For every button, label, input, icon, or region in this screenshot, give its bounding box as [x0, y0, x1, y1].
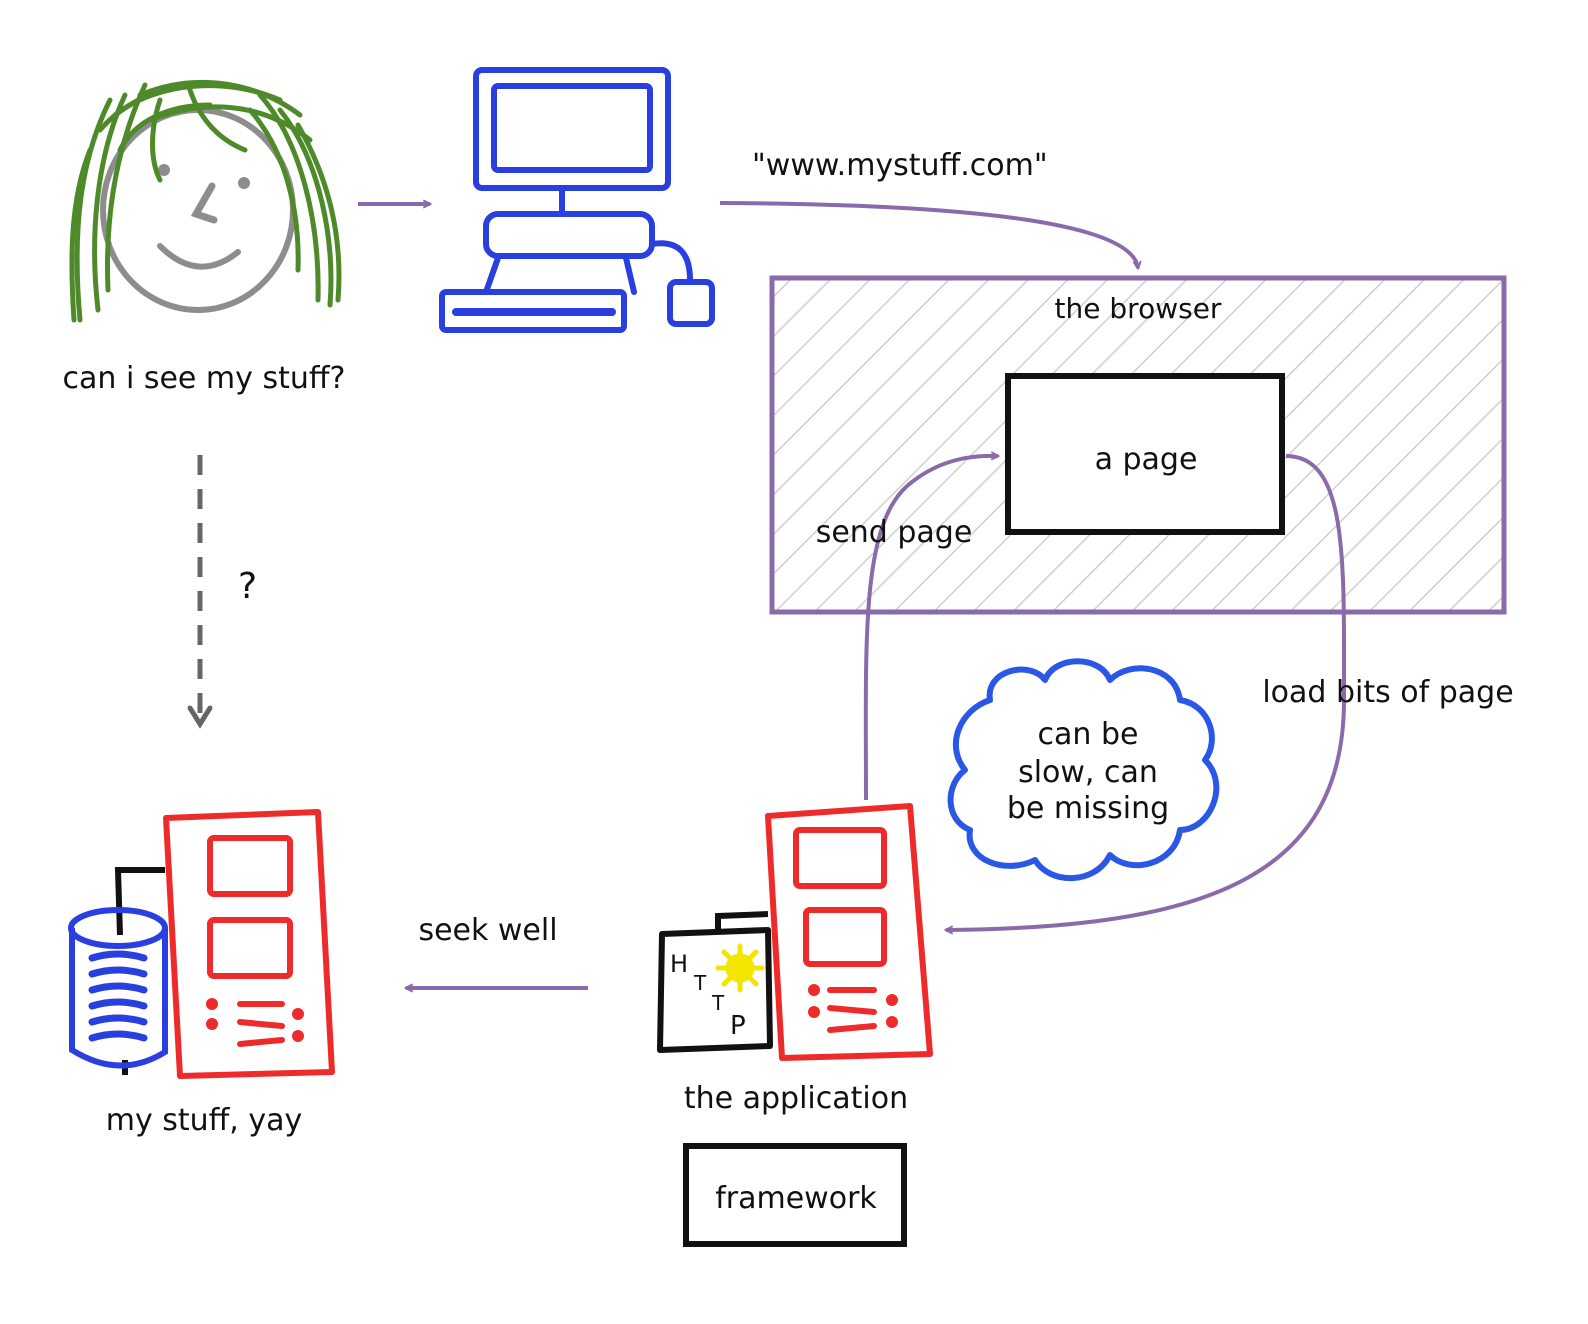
dashed-down-arrow — [187, 455, 213, 729]
user-face-icon — [69, 79, 342, 323]
page-box: a page — [1005, 373, 1285, 535]
request-url-arrow — [719, 201, 1138, 268]
framework-box: framework — [683, 1143, 907, 1247]
svg-text:P: P — [730, 1011, 746, 1041]
send-page-label: send page — [816, 515, 973, 550]
framework-label: framework — [715, 1181, 877, 1216]
hair — [69, 79, 342, 323]
desktop-computer-icon — [439, 67, 715, 333]
database-cylinder-icon — [68, 867, 168, 1075]
app-server-tower-icon — [765, 803, 933, 1061]
page-label: a page — [1095, 442, 1198, 477]
svg-text:T: T — [693, 971, 707, 995]
server-tower-icon — [163, 809, 335, 1079]
cloud-line-1: can be — [1038, 717, 1139, 752]
svg-text:H: H — [670, 950, 688, 978]
cloud-line-3: be missing — [1007, 791, 1169, 826]
question-mark-label: ? — [238, 566, 257, 607]
http-document-icon: H T T P — [657, 911, 773, 1053]
cloud-icon: can be slow, can be missing — [947, 658, 1220, 882]
load-bits-label: load bits of page — [1262, 675, 1513, 710]
browser-label: the browser — [1055, 292, 1222, 325]
user-question-label: can i see my stuff? — [63, 361, 346, 396]
my-stuff-label: my stuff, yay — [106, 1103, 303, 1138]
application-label: the application — [684, 1081, 908, 1116]
seek-well-label: seek well — [418, 913, 557, 948]
sun-icon — [715, 943, 765, 993]
cloud-line-2: slow, can — [1018, 755, 1158, 790]
load-bits-arrow — [946, 454, 1347, 930]
svg-text:T: T — [711, 991, 725, 1015]
url-label: "www.mystuff.com" — [752, 148, 1048, 183]
send-page-arrow — [863, 456, 998, 801]
